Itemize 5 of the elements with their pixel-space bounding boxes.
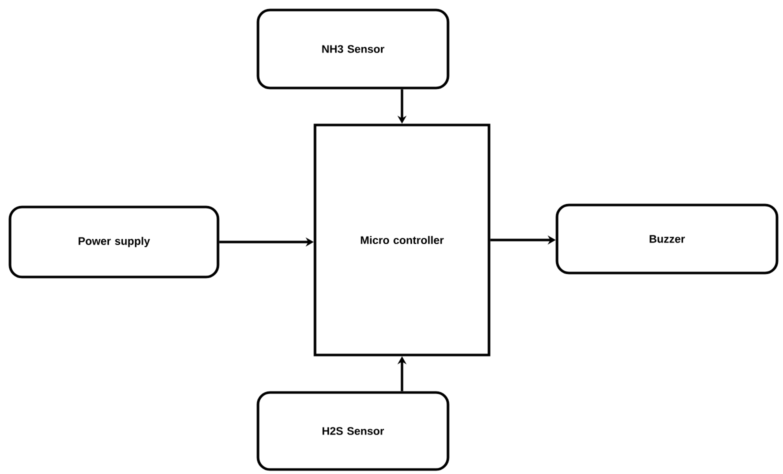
- process-box: NH3 Sensor: [256, 8, 450, 90]
- process-box: H2S Sensor: [256, 391, 450, 471]
- controller-box: Micro controller: [314, 124, 490, 356]
- process-box: Buzzer: [556, 204, 778, 274]
- process-box: Power supply: [8, 206, 220, 278]
